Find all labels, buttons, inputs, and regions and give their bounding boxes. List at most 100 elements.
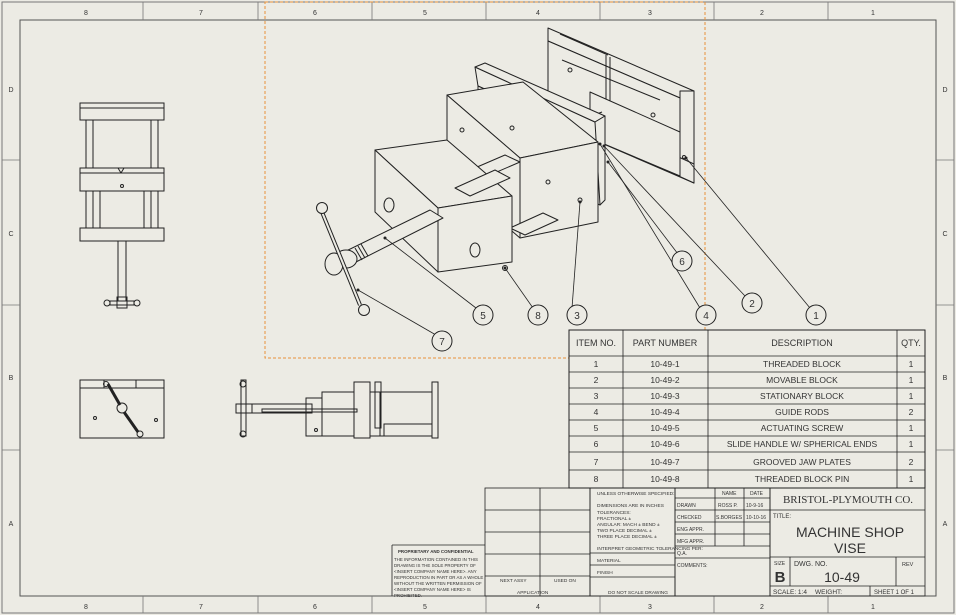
balloon-7[interactable]: 7	[431, 330, 453, 352]
zone-row-left-c: C	[8, 231, 13, 238]
finish-label: FINISH	[597, 570, 613, 576]
balloon-3[interactable]: 3	[566, 304, 588, 326]
balloon-1-label: 1	[813, 311, 819, 322]
bom-row-8-qty: 1	[909, 474, 914, 484]
sheet-label: SHEET 1 OF 1	[874, 590, 915, 596]
material-label: MATERIAL	[597, 558, 621, 564]
bom-row-6-item: 6	[594, 439, 599, 449]
zone-col-bottom-6: 6	[313, 604, 317, 611]
zone-col-bottom-3: 3	[648, 604, 652, 611]
checked-name: S.BORGES	[716, 515, 743, 521]
isometric-view[interactable]	[316, 27, 695, 316]
proprietary-line-1: THE INFORMATION CONTAINED IN THIS	[394, 557, 478, 562]
bom-header-item: ITEM NO.	[576, 338, 616, 348]
zone-row-right-d: D	[942, 87, 947, 94]
two-place-label: TWO PLACE DECIMAL ±	[597, 528, 652, 534]
bom-header-part: PART NUMBER	[633, 338, 698, 348]
top-view[interactable]	[79, 379, 165, 439]
three-place-label: THREE PLACE DECIMAL ±	[597, 534, 657, 540]
size-label: SIZE	[774, 561, 786, 567]
proprietary-line-5: WITHOUT THE WRITTEN PERMISSION OF	[394, 581, 482, 586]
title-label: TITLE:	[773, 514, 791, 520]
drawn-name: ROSS P.	[718, 503, 738, 509]
name-header: NAME	[722, 491, 737, 497]
bom-row-1-qty: 1	[909, 359, 914, 369]
drawn-date: 10-9-16	[746, 503, 763, 509]
side-view[interactable]	[235, 379, 439, 439]
proprietary-line-2: DRAWING IS THE SOLE PROPERTY OF	[394, 563, 476, 568]
application-label: APPLICATION	[517, 590, 549, 596]
checked-label: CHECKED	[677, 515, 702, 521]
qa-label: Q.A.	[677, 551, 687, 557]
bom-row-4-item: 4	[594, 407, 599, 417]
comments-label: COMMENTS:	[677, 563, 708, 569]
proprietary-line-3: <INSERT COMPANY NAME HERE>. ANY	[394, 569, 477, 574]
balloon-6-label: 6	[679, 257, 685, 268]
zone-row-right-a: A	[943, 521, 948, 528]
balloon-6[interactable]: 6	[671, 250, 693, 272]
zone-row-left-b: B	[9, 375, 14, 382]
balloon-2-label: 2	[749, 299, 755, 310]
balloon-8-label: 8	[535, 311, 541, 322]
zone-row-left-a: A	[9, 521, 14, 528]
inner-border	[19, 19, 937, 597]
used-on-label: USED ON	[554, 578, 576, 584]
zone-col-top-7: 7	[199, 10, 203, 17]
balloon-4-label: 4	[703, 311, 709, 322]
rev-label: REV	[902, 562, 914, 568]
balloon-5-label: 5	[480, 311, 486, 322]
zone-col-bottom-5: 5	[423, 604, 427, 611]
balloon-3-label: 3	[574, 311, 580, 322]
zone-col-top-6: 6	[313, 10, 317, 17]
zone-row-right-b: B	[943, 375, 948, 382]
drawing-title-line-2: VISE	[834, 540, 866, 556]
fractional-label: FRACTIONAL ±	[597, 516, 632, 522]
zone-col-bottom-1: 1	[871, 604, 875, 611]
mfg-appr-label: MFG APPR.	[677, 539, 704, 545]
bom-row-1-desc: THREADED BLOCK	[763, 359, 841, 369]
zone-row-left-d: D	[8, 87, 13, 94]
proprietary-line-4: REPRODUCTION IN PART OR AS A WHOLE	[394, 575, 483, 580]
view-selection-frame[interactable]	[264, 1, 706, 359]
leader-lines	[357, 143, 811, 336]
drawing-number: 10-49	[824, 569, 860, 585]
drawing-title-line-1: MACHINE SHOP	[796, 524, 904, 540]
balloon-5[interactable]: 5	[472, 304, 494, 326]
company-name: BRISTOL-PLYMOUTH CO.	[783, 494, 913, 506]
unless-specified-label: UNLESS OTHERWISE SPECIFIED:	[597, 491, 674, 497]
bom-row-1-item: 1	[594, 359, 599, 369]
checked-date: 10-10-16	[746, 515, 766, 521]
zone-col-bottom-2: 2	[760, 604, 764, 611]
bom-row-5-desc: ACTUATING SCREW	[761, 423, 843, 433]
proprietary-title: PROPRIETARY AND CONFIDENTIAL	[398, 549, 474, 554]
scale-label: SCALE: 1:4	[773, 589, 807, 596]
bom-row-3-part: 10-49-3	[650, 391, 680, 401]
balloon-8[interactable]: 8	[527, 304, 549, 326]
bom-row-5-qty: 1	[909, 423, 914, 433]
weight-label: WEIGHT:	[815, 589, 842, 596]
bom-row-5-part: 10-49-5	[650, 423, 680, 433]
balloon-1[interactable]: 1	[805, 304, 827, 326]
date-header: DATE	[750, 491, 764, 497]
dimensions-note: DIMENSIONS ARE IN INCHES	[597, 503, 664, 509]
bom-row-2-qty: 1	[909, 375, 914, 385]
balloon-4[interactable]: 4	[695, 304, 717, 326]
front-view[interactable]	[79, 102, 165, 309]
bom-row-7-qty: 2	[909, 457, 914, 467]
bom-row-3-item: 3	[594, 391, 599, 401]
do-not-scale-label: DO NOT SCALE DRAWING	[608, 590, 668, 596]
bom-row-7-part: 10-49-7	[650, 457, 680, 467]
balloon-2[interactable]: 2	[741, 292, 763, 314]
bom-row-2-part: 10-49-2	[650, 375, 680, 385]
bom-row-1-part: 10-49-1	[650, 359, 680, 369]
bom-table: ITEM NO. PART NUMBER DESCRIPTION QTY. 1 …	[568, 329, 926, 489]
proprietary-line-6: <INSERT COMPANY NAME HERE> IS	[394, 587, 471, 592]
next-assy-label: NEXT ASSY	[500, 578, 527, 584]
eng-appr-label: ENG APPR.	[677, 527, 704, 533]
tolerances-label: TOLERANCES:	[597, 510, 631, 516]
proprietary-line-7: PROHIBITED.	[394, 593, 422, 598]
bom-row-4-part: 10-49-4	[650, 407, 680, 417]
bom-row-4-qty: 2	[909, 407, 914, 417]
